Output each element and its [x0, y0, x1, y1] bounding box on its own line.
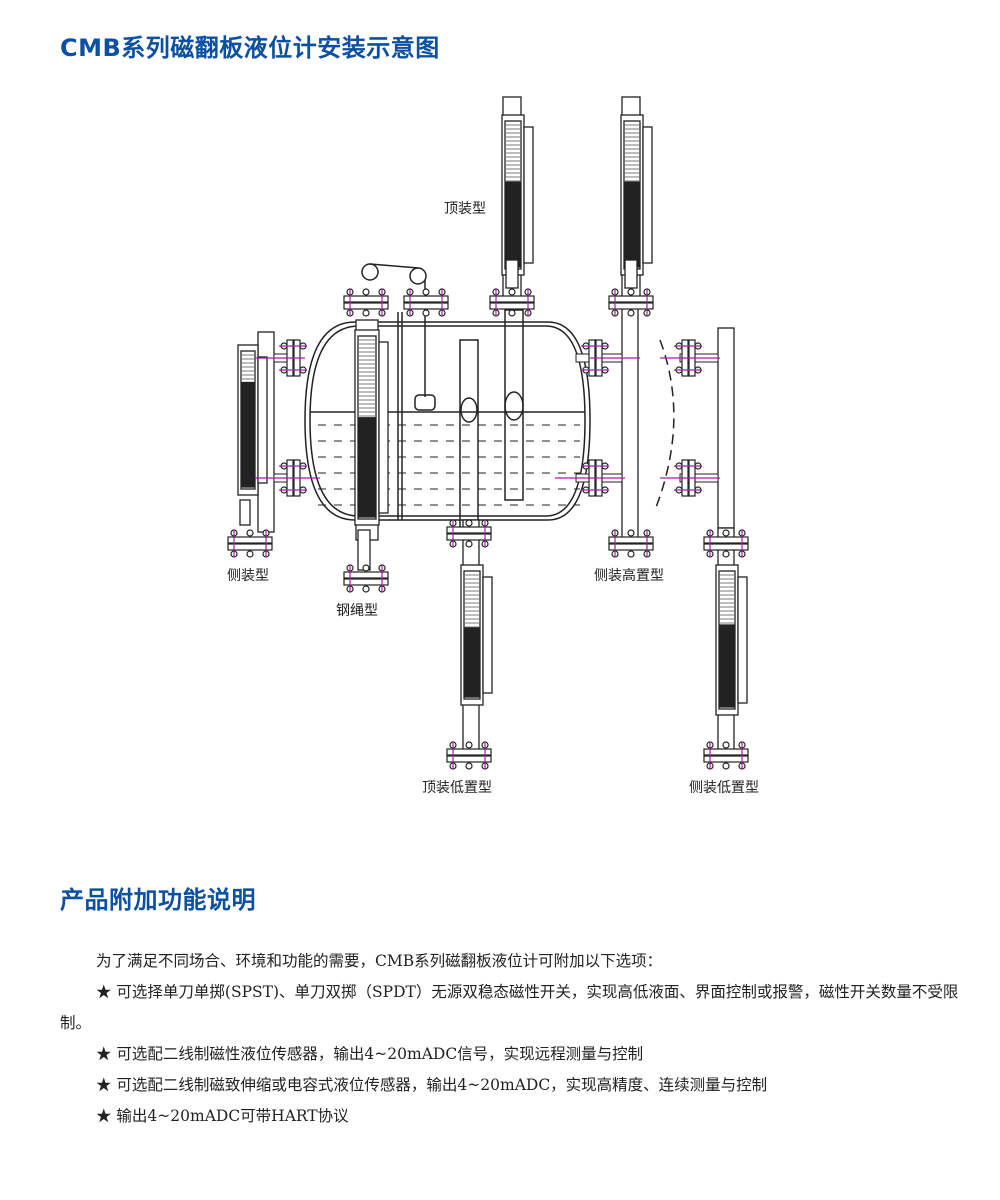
label-side-low: 侧装低置型: [689, 780, 759, 796]
feature-item: ★ 可选配二线制磁性液位传感器，输出4~20mADC信号，实现远程测量与控制: [96, 1045, 644, 1063]
level-gauge: [501, 114, 534, 276]
indicator-fill: [241, 381, 255, 488]
pipe: [505, 259, 519, 289]
feature-item: ★ 可选配二线制磁致伸缩或电容式液位传感器，输出4~20mADC，实现高精度、连…: [96, 1076, 768, 1094]
label-top-low: 顶装低置型: [422, 780, 492, 796]
pipe: [357, 529, 371, 571]
pipe: [621, 299, 639, 546]
label-steel-rope: 钢绳型: [336, 603, 378, 619]
flange: [489, 288, 535, 317]
level-gauge: [354, 329, 389, 526]
level-gauge: [620, 114, 653, 276]
indicator-fill: [505, 181, 521, 268]
pipe: [624, 259, 638, 289]
feature-item: ★ 可选择单刀单掷(SPST)、单刀双掷（SPDT）无源双稳态磁性开关，实现高低…: [60, 983, 959, 1032]
pipe: [239, 499, 251, 526]
feature-item: ★ 输出4~20mADC可带HART协议: [96, 1107, 349, 1125]
indicator-fill: [464, 627, 480, 698]
section-title: 产品附加功能说明: [60, 886, 256, 914]
label-top-mounted: 顶装型: [444, 201, 486, 217]
indicator-fill: [719, 624, 735, 708]
intro-text: 为了满足不同场合、环境和功能的需要，CMB系列磁翻板液位计可附加以下选项：: [96, 952, 663, 970]
indicator-fill: [624, 181, 640, 268]
label-side-mounted: 侧装型: [227, 568, 269, 584]
flange: [446, 519, 492, 548]
pipe: [717, 327, 735, 529]
flange: [703, 529, 749, 558]
label-side-high: 侧装高置型: [594, 567, 664, 584]
indicator-fill: [358, 417, 376, 518]
installation-diagram: 顶装型 侧装型 钢绳型 侧装高置型 顶装低置型 侧装低置型: [227, 96, 759, 796]
level-gauge: [715, 564, 748, 716]
level-gauge: [237, 344, 268, 496]
page-title: CMB系列磁翻板液位计安装示意图: [60, 34, 440, 62]
feature-description: 为了满足不同场合、环境和功能的需要，CMB系列磁翻板液位计可附加以下选项： ★ …: [60, 946, 970, 1132]
level-gauge: [460, 564, 493, 706]
